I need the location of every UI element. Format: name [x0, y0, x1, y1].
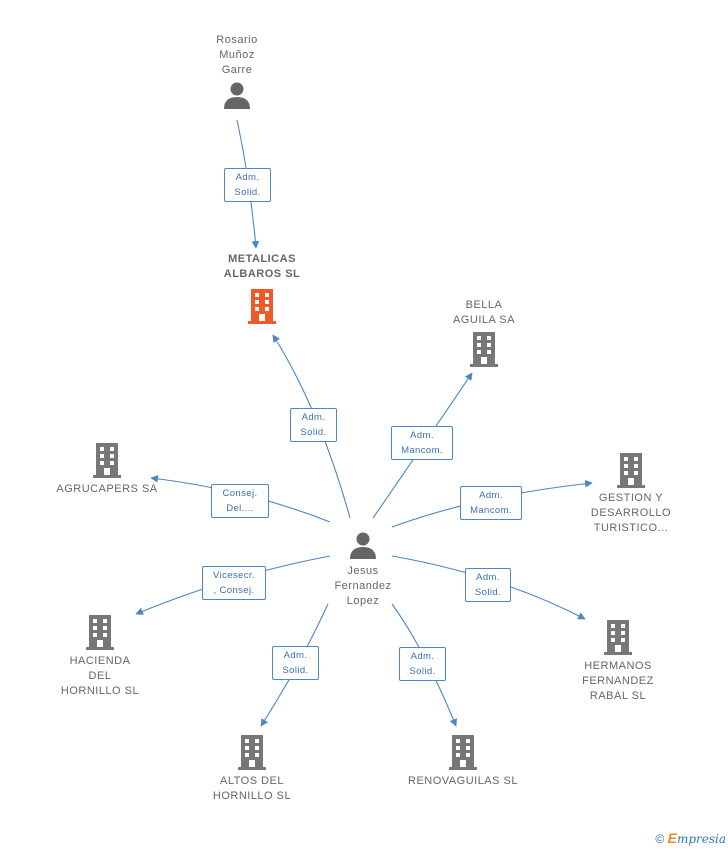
building-icon [617, 453, 645, 488]
edge-label-rosario-metalicas[interactable]: Adm. Solid. [224, 168, 271, 202]
building-icon [238, 735, 266, 770]
node-label-jesus: Jesus Fernandez Lopez [334, 565, 392, 607]
brand-logo-text: mpresia [676, 832, 726, 846]
node-label-hacienda: HACIENDA DEL HORNILLO SL [60, 655, 140, 697]
edge-label-jesus-hacienda[interactable]: Vicesecr. , Consej. [202, 566, 266, 600]
node-agrucapers[interactable]: AGRUCAPERS SA [52, 442, 162, 497]
building-icon [248, 289, 276, 324]
building-icon [470, 332, 498, 367]
node-hermanos[interactable]: HERMANOS FERNANDEZ RABAL SL [568, 619, 668, 704]
node-label-agrucapers: AGRUCAPERS SA [56, 483, 158, 495]
edge-label-jesus-renovaguilas[interactable]: Adm. Solid. [399, 647, 446, 681]
node-altos[interactable]: ALTOS DEL HORNILLO SL [202, 734, 302, 804]
node-metalicas[interactable]: METALICAS ALBAROS SL [212, 252, 312, 324]
person-icon [224, 82, 250, 109]
edge-label-jesus-bella[interactable]: Adm. Mancom. [391, 426, 453, 460]
edge-label-jesus-altos[interactable]: Adm. Solid. [272, 646, 319, 680]
building-icon [93, 443, 121, 478]
node-bella[interactable]: BELLA AGUILA SA [436, 298, 532, 367]
node-gestion[interactable]: GESTION Y DESARROLLO TURISTICO... [576, 452, 686, 536]
brand-footer: © Empresia [655, 830, 726, 846]
edge-label-jesus-gestion[interactable]: Adm. Mancom. [460, 486, 522, 520]
copyright-symbol: © [655, 832, 665, 846]
edge-label-jesus-agrucapers[interactable]: Consej. Del.... [211, 484, 269, 518]
person-icon [350, 532, 376, 559]
node-label-bella: BELLA AGUILA SA [453, 299, 515, 326]
node-renovaguilas[interactable]: RENOVAGUILAS SL [403, 734, 523, 789]
node-label-renovaguilas: RENOVAGUILAS SL [408, 775, 518, 787]
node-label-metalicas: METALICAS ALBAROS SL [223, 253, 301, 280]
node-label-altos: ALTOS DEL HORNILLO SL [212, 775, 292, 802]
brand-logo-e: E [667, 830, 677, 846]
edge-label-jesus-metalicas[interactable]: Adm. Solid. [290, 408, 337, 442]
building-icon [449, 735, 477, 770]
node-hacienda[interactable]: HACIENDA DEL HORNILLO SL [50, 614, 150, 699]
node-rosario[interactable]: Rosario Muñoz Garre [196, 33, 278, 110]
building-icon [604, 620, 632, 655]
node-jesus[interactable]: Jesus Fernandez Lopez [318, 530, 408, 609]
edge-label-jesus-hermanos[interactable]: Adm. Solid. [465, 568, 511, 602]
node-label-hermanos: HERMANOS FERNANDEZ RABAL SL [582, 660, 654, 702]
node-label-rosario: Rosario Muñoz Garre [216, 34, 258, 76]
node-label-gestion: GESTION Y DESARROLLO TURISTICO... [590, 492, 672, 534]
building-icon [86, 615, 114, 650]
